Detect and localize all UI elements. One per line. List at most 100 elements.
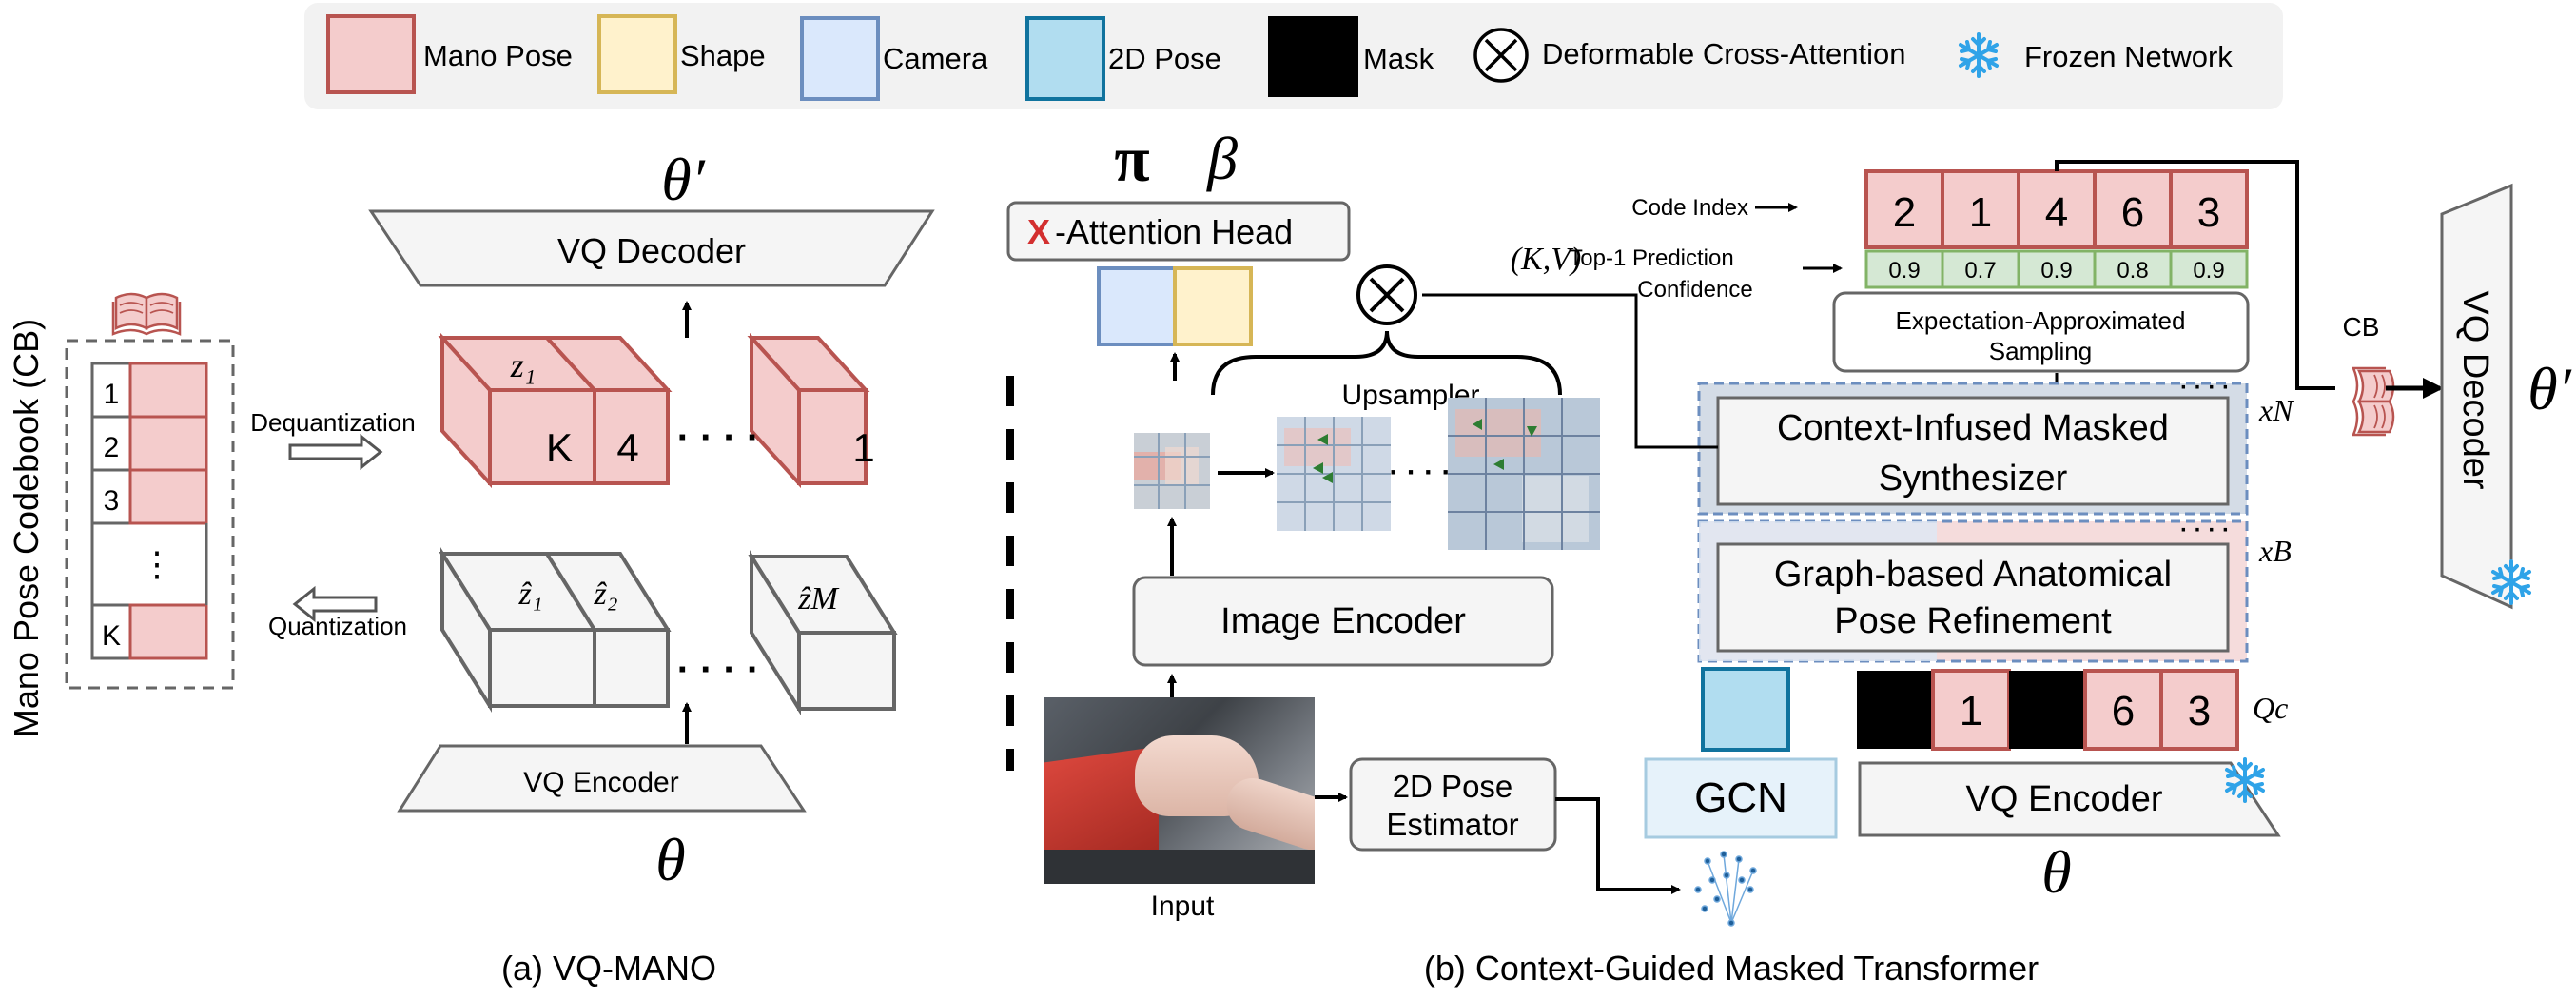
caption-b: (b) Context-Guided Masked Transformer — [1424, 949, 2039, 988]
synthesizer-xn: xN — [2258, 393, 2294, 427]
latent-cubes — [439, 547, 898, 715]
codebook-row-1: 1 — [104, 379, 120, 410]
input-label: Input — [1151, 891, 1215, 922]
cb-label: CB — [2343, 312, 2380, 342]
legend-pose2d-swatch — [1025, 16, 1105, 101]
vq-encoder-b-label: VQ Encoder — [1966, 779, 2163, 819]
legend-cross-attention-label: Deformable Cross-Attention — [1542, 37, 1906, 70]
caption-a: (a) VQ-MANO — [501, 949, 716, 988]
legend-mask-label: Mask — [1363, 42, 1434, 75]
dequantization-label: Dequantization — [250, 408, 415, 437]
arrow-estimator-to-keypoints — [1555, 797, 1681, 894]
code-to-cb-line — [2055, 160, 2335, 390]
photo-arm — [1220, 771, 1315, 857]
masked-token-1: 1 — [1960, 688, 1982, 735]
vq-decoder-a-label: VQ Decoder — [557, 231, 746, 270]
synthesizer-line2: Synthesizer — [1879, 459, 2068, 499]
kv-connector — [1422, 293, 1718, 449]
feature-map-small — [1134, 433, 1210, 509]
synthesizer-dots: · · · · — [2180, 375, 2230, 401]
upsampler-dots: · · · · — [1390, 457, 1452, 488]
quantization-arrow — [292, 585, 378, 623]
cross-attention-op — [1356, 264, 1417, 325]
confidence-0: 0.9 — [1888, 258, 1920, 284]
vq-encoder-a-label: VQ Encoder — [523, 767, 678, 798]
code-index-2: 4 — [2045, 189, 2068, 236]
image-encoder — [1132, 576, 1554, 667]
zhatm-label: ẑM — [797, 581, 839, 617]
camera-output-token — [1097, 266, 1177, 346]
pose-estimator — [1349, 757, 1557, 852]
token-label-k: K — [546, 425, 573, 470]
photo-counter — [1044, 850, 1315, 884]
token-label-4: 4 — [616, 425, 638, 470]
cb-book-icon — [2352, 366, 2395, 437]
pi-label: π — [1114, 123, 1149, 195]
mano-token-cubes — [438, 332, 870, 489]
qc-label: Qc — [2253, 691, 2288, 725]
masked-token-6: 6 — [2112, 688, 2135, 735]
shape-output-token — [1173, 266, 1253, 346]
vq-decoder-a — [368, 209, 935, 287]
confidence-label-line1: Top-1 Prediction — [1569, 245, 1733, 271]
legend-mano-label: Mano Pose — [423, 39, 573, 72]
legend-camera-swatch — [800, 16, 880, 101]
confidence-3: 0.8 — [2117, 258, 2148, 284]
gcn-block — [1644, 757, 1838, 839]
codebook-row-ellipsis: ⋮ — [140, 544, 174, 583]
code-index-1: 1 — [1969, 189, 1992, 236]
vq-encoder-b — [1858, 761, 2281, 837]
feature-map-mid — [1277, 417, 1391, 531]
code-index-4: 3 — [2197, 189, 2220, 236]
attention-brace — [1211, 330, 1562, 396]
zhat1-label: ẑ₁ — [517, 577, 542, 612]
kv-label: (K,V) — [1511, 242, 1582, 277]
confidence-4: 0.9 — [2193, 258, 2224, 284]
refinement-dots: · · · · — [2180, 518, 2230, 543]
theta-prime-a: θ′ — [661, 146, 705, 213]
synthesizer-block — [1716, 396, 2230, 506]
legend-shape-label: Shape — [680, 39, 766, 72]
legend-frozen-label: Frozen Network — [2024, 40, 2233, 73]
z1-label: z₁ — [510, 346, 537, 384]
synthesizer-line1: Context-Infused Masked — [1777, 408, 2169, 448]
pose-estimator-line1: 2D Pose — [1393, 769, 1513, 804]
legend-mano-swatch — [326, 14, 416, 94]
input-photo — [1044, 697, 1315, 884]
codebook-row-2: 2 — [104, 432, 120, 463]
pose-estimator-line2: Estimator — [1386, 807, 1518, 842]
refinement-line1: Graph-based Anatomical — [1774, 555, 2172, 595]
keypoints-skeleton-icon — [1694, 851, 1757, 927]
codebook-row-3: 3 — [104, 485, 120, 517]
attention-head-label: -Attention Head — [1055, 212, 1293, 251]
refinement-line2: Pose Refinement — [1834, 601, 2112, 641]
legend-shape-swatch — [597, 14, 677, 94]
code-index-0: 2 — [1893, 189, 1916, 236]
codebook-table — [90, 362, 208, 660]
expectation-sampling-box — [1832, 291, 2250, 373]
confidence-1: 0.7 — [1964, 258, 1996, 284]
masked-token-row — [1857, 669, 2239, 751]
confidence-2: 0.9 — [2040, 258, 2072, 284]
code-index-label: Code Index — [1631, 195, 1748, 221]
feature-map-large — [1448, 398, 1600, 550]
image-encoder-label: Image Encoder — [1220, 601, 1466, 641]
codebook-vertical-label: Mano Pose Codebook (CB) — [7, 319, 46, 737]
gcn-label: GCN — [1694, 774, 1787, 821]
masked-token-3: 3 — [2188, 688, 2211, 735]
theta-a: θ — [655, 826, 685, 893]
top-cubes-dots: · · · · — [677, 417, 760, 459]
token-label-1: 1 — [852, 425, 874, 470]
legend-pose2d-label: 2D Pose — [1108, 42, 1221, 75]
otimes-icon — [1473, 28, 1529, 83]
attention-head-box — [1006, 201, 1351, 262]
codebook-row-k: K — [102, 620, 121, 652]
legend-camera-label: Camera — [883, 42, 988, 75]
zhat2-label: ẑ₂ — [593, 577, 617, 612]
vq-decoder-b — [2440, 183, 2513, 610]
vq-decoder-b-label: VQ Decoder — [2455, 290, 2495, 489]
refinement-xb: xB — [2258, 534, 2292, 568]
expectation-line1: Expectation-Approximated — [1896, 306, 2186, 335]
expectation-line2: Sampling — [1989, 337, 2092, 365]
